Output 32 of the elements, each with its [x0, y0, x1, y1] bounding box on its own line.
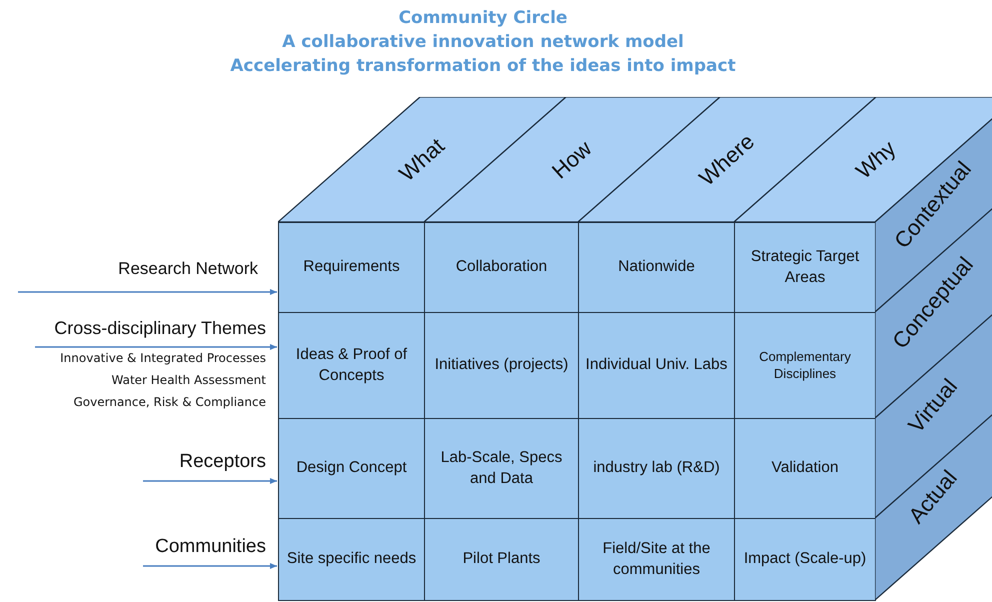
arrow	[143, 478, 277, 484]
matrix-cell: Individual Univ. Labs	[578, 312, 735, 419]
arrow	[18, 289, 277, 295]
matrix-cell: Design Concept	[278, 418, 425, 519]
matrix-cell: Collaboration	[424, 222, 579, 313]
row-label: Water Health Assessment	[112, 373, 266, 387]
subtitle: A collaborative innovation network model	[282, 32, 684, 52]
matrix-cell: Nationwide	[578, 222, 735, 313]
matrix-cell: industry lab (R&D)	[578, 418, 735, 519]
row-label: Communities	[155, 536, 266, 558]
matrix-cell: Pilot Plants	[424, 518, 579, 601]
matrix-cell: Ideas & Proof of Concepts	[278, 312, 425, 419]
row-label: Receptors	[179, 451, 266, 473]
subtitle: Accelerating transformation of the ideas into impact	[230, 56, 736, 76]
matrix-cell: Impact (Scale-up)	[734, 518, 876, 601]
matrix-cell: Strategic Target Areas	[734, 222, 876, 313]
row-label: Research Network	[118, 259, 258, 279]
row-label: Governance, Risk & Compliance	[73, 395, 266, 409]
row-label: Innovative & Integrated Processes	[60, 351, 266, 365]
row-label: Cross-disciplinary Themes	[54, 318, 266, 339]
matrix-cell: Initiatives (projects)	[424, 312, 579, 419]
column-heading: How	[546, 135, 598, 184]
matrix-cell: Requirements	[278, 222, 425, 313]
matrix-cell: Complementary Disciplines	[734, 312, 876, 419]
arrow	[35, 344, 277, 350]
column-heading: Why	[850, 135, 900, 184]
matrix-cell: Field/Site at the communities	[578, 518, 735, 601]
arrow	[143, 563, 277, 569]
matrix-cell: Lab-Scale, Specs and Data	[424, 418, 579, 519]
matrix-cell: Site specific needs	[278, 518, 425, 601]
matrix-cell: Validation	[734, 418, 876, 519]
diagram-title: Community Circle	[398, 8, 568, 28]
